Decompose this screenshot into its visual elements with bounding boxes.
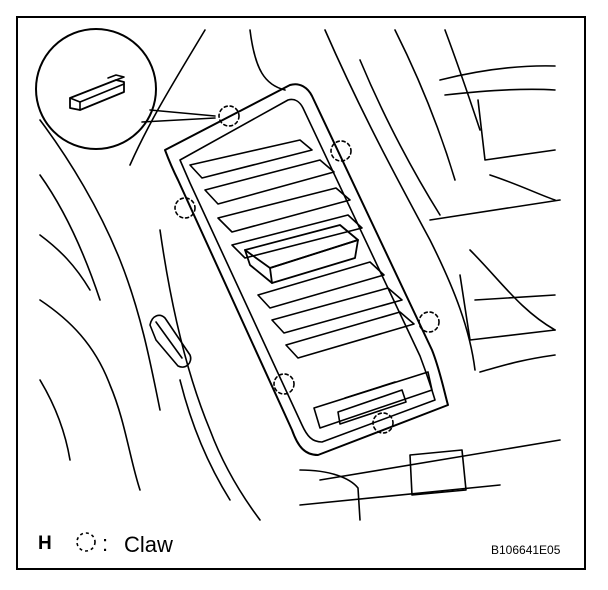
claw-marker — [174, 197, 196, 219]
claw-marker — [218, 105, 240, 127]
legend-separator: : — [102, 531, 109, 556]
claw-marker — [330, 140, 352, 162]
claw-marker — [273, 373, 295, 395]
view-letter: H — [38, 533, 52, 554]
figure-id: B106641E05 — [491, 543, 561, 557]
dashed-circle-icon — [76, 532, 96, 552]
vent-knob — [244, 224, 359, 284]
claw-marker — [418, 311, 440, 333]
vent-bezel — [164, 83, 449, 456]
vent-louvers — [189, 139, 415, 359]
vent-control — [313, 371, 433, 429]
claw-markers — [174, 105, 440, 434]
claw-marker — [372, 412, 394, 434]
dashboard-outline — [39, 29, 561, 521]
legend-label: Claw — [124, 532, 173, 557]
detail-inset — [35, 28, 216, 150]
